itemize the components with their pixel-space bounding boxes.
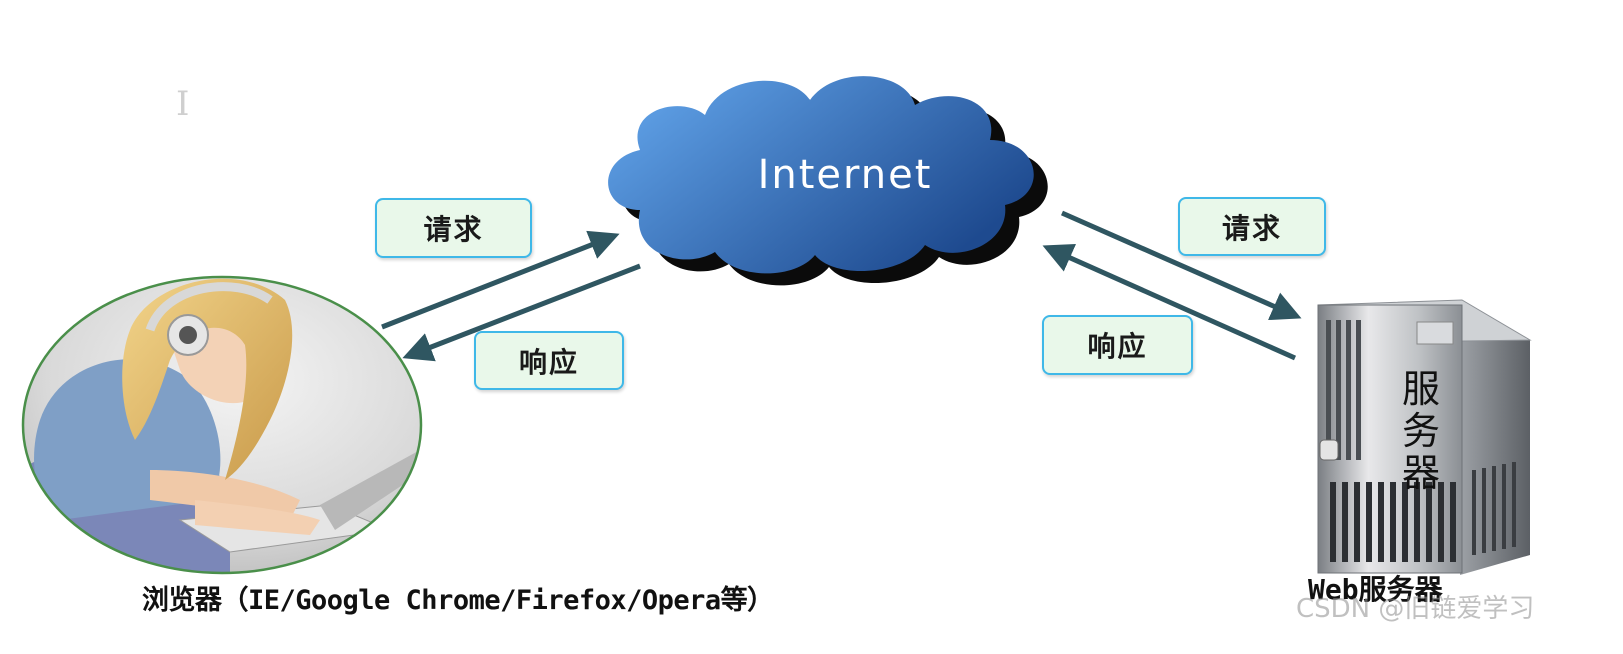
arrow-request-right [1060,210,1302,321]
arrow-response-left [402,263,641,362]
server-body-text: 服 务 器 [1401,367,1440,495]
browser-caption: 浏览器（IE/Google Chrome/Firefox/Opera等） [142,585,774,616]
response-label-right: 响应 [1042,315,1193,375]
internet-cloud [608,76,1048,286]
response-label-left: 响应 [474,331,624,390]
arrow-request-left [381,230,620,330]
request-label-right: 请求 [1178,197,1326,256]
internet-label: Internet [757,152,933,198]
text-cursor-icon: I [176,84,190,124]
server-caption: Web服务器 [1308,573,1443,606]
request-label-left: 请求 [375,198,532,258]
browser-user-illustration [21,275,423,575]
cloud-body [608,76,1034,274]
watermark: CSDN @旧链爱学习 [1296,594,1535,624]
arrow-response-right [1042,244,1297,361]
server-illustration [1317,299,1532,575]
